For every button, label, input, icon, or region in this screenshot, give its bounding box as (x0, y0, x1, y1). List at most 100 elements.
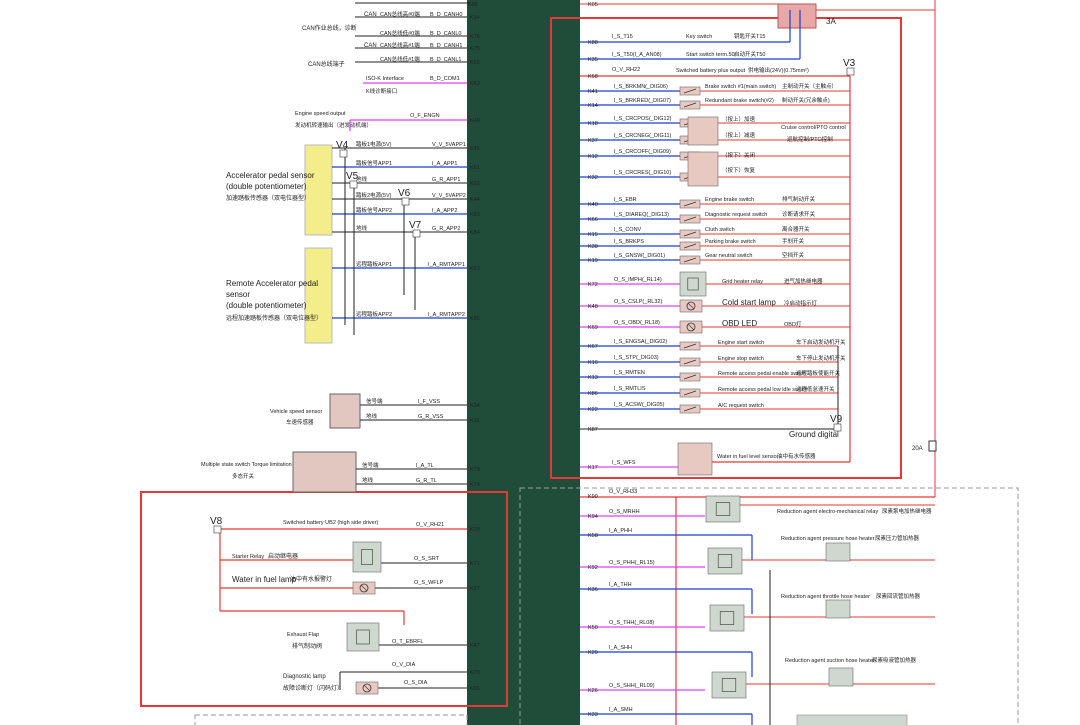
pin-K41: K41 (588, 89, 598, 95)
sig-K72: O_S_IMPH(_RL14) (614, 277, 662, 283)
wires-layer (219, 2, 935, 725)
cruise-key-0: （按上）加速 (722, 115, 756, 123)
rl-label2-K48: 冷启动指示灯 (784, 299, 818, 307)
vtag-v3: V3 (843, 58, 856, 69)
vtag-v8-box (213, 525, 222, 534)
switch-K19-contact (683, 257, 697, 263)
vss-node-1: 地线 (366, 412, 378, 420)
t50-label: Start switch term.50 (686, 52, 735, 58)
pin-K14: K14 (588, 103, 598, 109)
sig-K58: I_A_PHH (609, 528, 632, 534)
vtag-v6-box (401, 197, 410, 206)
dashed-region-bottom-left (194, 714, 468, 725)
can-group-top: CAN作业总线，诊断 (302, 24, 357, 32)
accel-node-3: 踏板2电源(5V) (356, 191, 392, 199)
d-label-K36: Reduction agent throttle hose heater (781, 594, 870, 600)
sig-K32: I_S_CRCRES(_DIG10) (614, 170, 671, 176)
cruise-key-1: （按上）减速 (722, 131, 756, 139)
in2-label-K22: A/C request switch (718, 403, 764, 409)
starter-label: Starter Relay (232, 554, 264, 560)
pin-K75: K75 (470, 46, 480, 52)
in-label-K14: Redundant brake switch(#2) (705, 98, 774, 104)
in2-label2-K67: 车下启动发动机开关 (796, 338, 846, 346)
sig-B_D_CANH0: B_D_CANH0 (430, 12, 462, 18)
rl-label-K48: Cold start lamp (722, 298, 776, 307)
sig-K12: I_S_CRCOFF(_DIG09) (614, 149, 671, 155)
rh22-label2: 供电输出(24V)(0.75mm²) (748, 66, 809, 74)
dashed-region-urea (519, 487, 1019, 725)
in2-label-K16: Engine stop switch (718, 356, 764, 362)
switch-K15-contact (683, 231, 697, 237)
sig-G_R_APP1: G_R_APP1 (432, 177, 460, 183)
torque-node-0: 信号端 (362, 461, 379, 469)
in-label2-K14: 制动开关(冗余触点) (782, 96, 830, 104)
urea-relay-4-coil (721, 678, 737, 692)
pin-K58: K58 (588, 533, 598, 539)
starter-label2: 启动继电器 (268, 552, 298, 560)
engine-speed-label: Engine speed output (295, 111, 346, 117)
pin-wfs: K17 (588, 465, 598, 471)
in-label2-K66: 诊断请求开关 (782, 210, 816, 218)
pin-flap: K47 (470, 643, 480, 649)
flap-label: Exhaust Flap (287, 632, 319, 638)
pin-K45: K45 (470, 146, 480, 152)
pin-wif: K27 (470, 586, 480, 592)
pin-K92: K92 (588, 565, 598, 571)
sig-K16: I_S_STP(_DIG03) (614, 355, 659, 361)
sig-V_V_5VAPP1: V_V_5VAPP1 (432, 142, 466, 148)
components-layer (213, 67, 908, 725)
in2-label-K13: Remote access pedal enable switch (718, 371, 806, 377)
vtag-v7: V7 (409, 220, 422, 231)
can-node-0: CAN总线高#0端 (380, 10, 420, 18)
pin-K90: K90 (588, 494, 598, 500)
pin-K15: K15 (588, 232, 598, 238)
pin-K85: K85 (470, 316, 480, 322)
switch-K16-contact (683, 359, 697, 365)
in-label2-K15: 离合器开关 (782, 225, 810, 233)
vtag-v6: V6 (398, 188, 411, 199)
urea-relay-4-box (711, 671, 747, 699)
sig-t50: I_S_T50(I_A_AN08) (612, 52, 662, 58)
pin-K38: K38 (588, 244, 598, 250)
wfs-sensor (677, 442, 713, 476)
sig-K36: I_A_THH (609, 582, 632, 588)
switch-K40-contact (683, 201, 697, 207)
pin-K16: K16 (588, 360, 598, 366)
cruise-key-2: （按下）关闭 (722, 151, 755, 159)
in-label2-K38: 手刹开关 (782, 237, 805, 245)
dia-label2: 故障诊断灯（闪码灯） (283, 684, 343, 692)
in-label-K19: Gear neutral switch (705, 253, 752, 259)
pin-K13: K13 (588, 375, 598, 381)
pin-K52: K52 (470, 181, 480, 187)
d-label2-K94: 尿素泵电加热继电器 (882, 507, 932, 515)
lamp-K48-cross (687, 302, 695, 310)
pin-K66: K66 (588, 217, 598, 223)
can-node-3: CAN总线低#1端 (380, 55, 420, 63)
vtag-v5: V5 (346, 171, 359, 182)
t50-label2: 启动开关T50 (734, 50, 765, 58)
vss-node-0: 信号端 (366, 397, 383, 405)
switch-K67-contact (683, 343, 697, 349)
switch-K66-contact (683, 216, 697, 222)
accel-title2: (double potentiometer) (226, 182, 307, 191)
sig-K13: I_S_RMTEN (614, 370, 645, 376)
pin-t15: K88 (588, 40, 598, 46)
sig-K15: I_S_CONV (614, 227, 642, 233)
urea-heater-bottom (796, 714, 908, 725)
vss-sensor-box (329, 393, 361, 429)
pin-dia: K65 (470, 686, 480, 692)
can-group-0: CAN (364, 12, 377, 18)
switch-K86-contact (683, 390, 697, 396)
switch-K41-contact (683, 88, 697, 94)
urea-heater-2 (828, 667, 854, 687)
sig-dia-v: O_V_DIA (392, 662, 416, 668)
d-label2-K36: 尿素回流管加热器 (876, 592, 921, 600)
sig-G_R_TL: G_R_TL (416, 478, 437, 484)
pin-K18: K18 (588, 121, 598, 127)
sig-dia: O_S_DIA (404, 680, 428, 686)
pin-k06: K06 (468, 2, 478, 8)
cruise-label2: 巡航控制/PTO控制 (787, 135, 833, 143)
dia-lamp-icon (362, 683, 372, 693)
d-label-K20: Reduction agent suction hose heater (785, 658, 875, 664)
t15-label: Key switch (686, 34, 712, 40)
